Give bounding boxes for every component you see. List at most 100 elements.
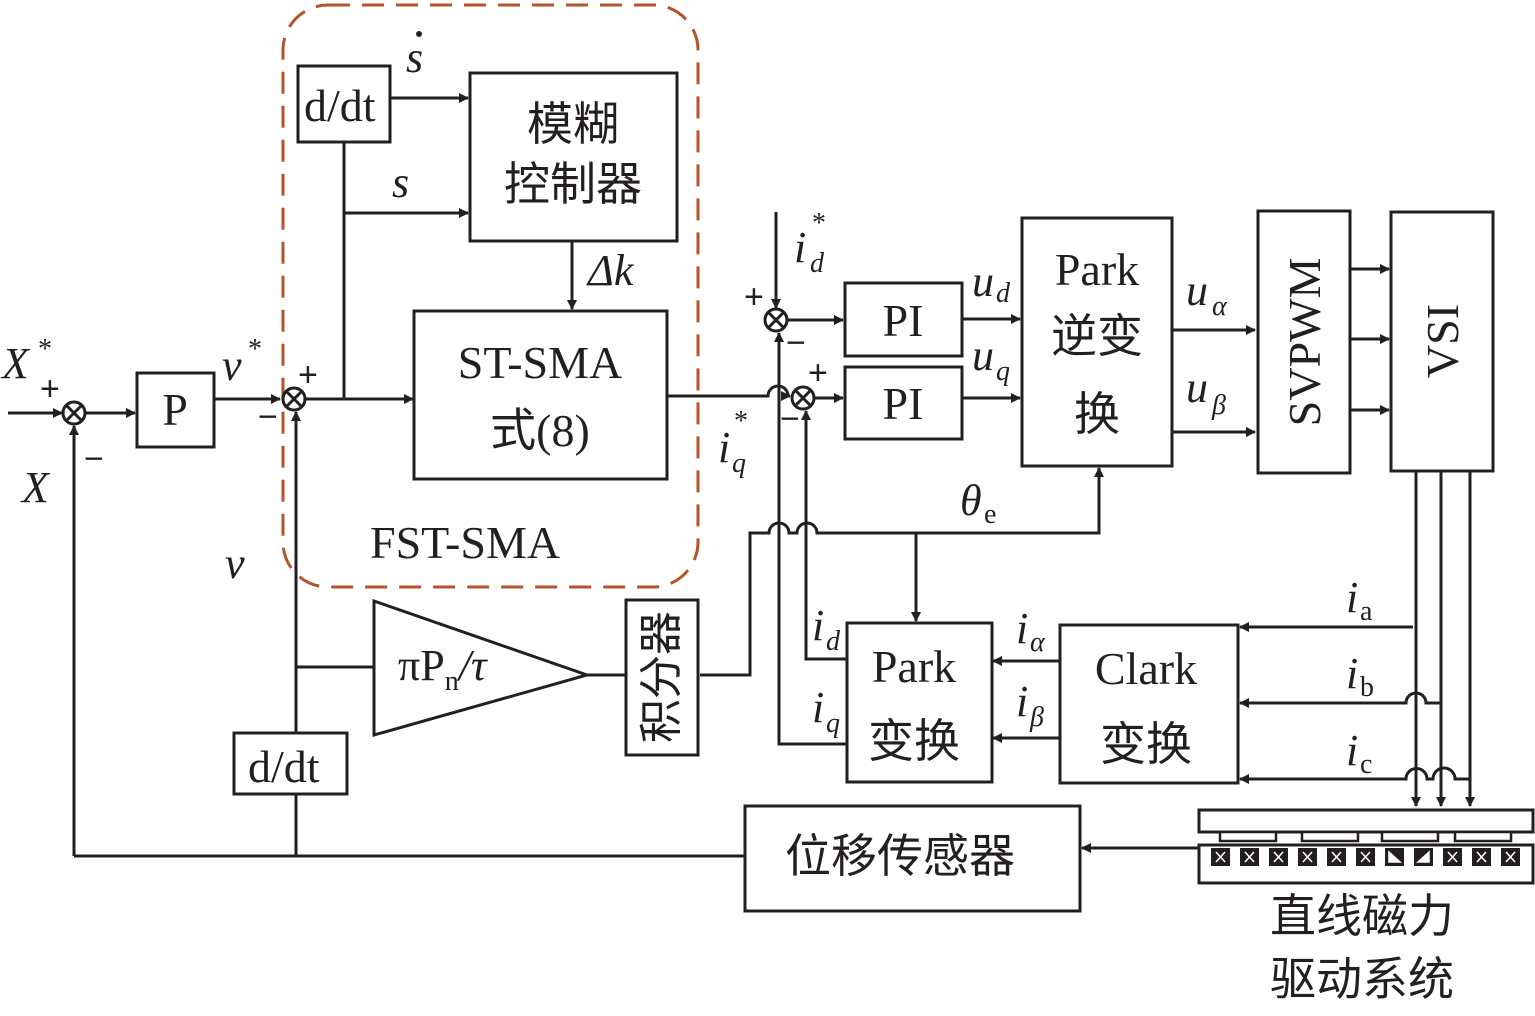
svg-text:β: β xyxy=(1029,702,1044,733)
svg-text:模糊: 模糊 xyxy=(527,99,619,150)
svg-text:β: β xyxy=(1211,390,1226,421)
sum1-minus-sign: − xyxy=(84,440,104,478)
svg-text:s: s xyxy=(406,33,423,82)
v-fb-label: v xyxy=(225,539,245,588)
s-dot-label: s xyxy=(406,31,423,82)
iq-label: i q xyxy=(812,683,840,739)
svg-text:i: i xyxy=(1016,604,1028,653)
vsi-block: VSI xyxy=(1389,210,1495,473)
svg-text:q: q xyxy=(826,708,840,739)
svg-text:变换: 变换 xyxy=(1100,719,1192,770)
x-ref-label: X * xyxy=(0,334,52,388)
fuzzy-controller-block: 模糊 控制器 xyxy=(468,71,679,243)
sumd-plus-sign: + xyxy=(744,278,764,316)
svg-text:Clark: Clark xyxy=(1095,643,1197,694)
svg-text:积分器: 积分器 xyxy=(637,611,686,743)
v-ref-label: v * xyxy=(222,334,262,390)
ualpha-label: u α xyxy=(1186,266,1228,322)
svg-text:i: i xyxy=(812,683,824,732)
iq-ref-label: i q * xyxy=(718,406,748,479)
svg-text:u: u xyxy=(1186,266,1208,315)
p-controller-block: P xyxy=(135,371,216,449)
id-ref-label: i d * xyxy=(794,208,826,279)
sumq-plus-sign: + xyxy=(808,354,828,392)
coil-mark xyxy=(1388,850,1402,863)
fst-sma-label: FST-SMA xyxy=(370,517,560,568)
pi-q-block: PI xyxy=(843,365,964,441)
svg-text:i: i xyxy=(718,423,730,472)
coil-mark xyxy=(1476,851,1487,863)
ddt-bottom-block: d/dt xyxy=(232,731,349,796)
svg-text:u: u xyxy=(972,331,994,380)
svg-text:X: X xyxy=(20,463,51,512)
svg-text:θ: θ xyxy=(960,476,982,525)
svg-text:变换: 变换 xyxy=(868,716,960,767)
svg-text:q: q xyxy=(996,356,1010,387)
coil-mark xyxy=(1416,850,1430,863)
park-block: Park 变换 xyxy=(845,621,994,784)
svg-text:q: q xyxy=(732,448,746,479)
svg-text:Park: Park xyxy=(1055,244,1139,295)
ic-wire xyxy=(1239,766,1470,784)
coil-mark xyxy=(1273,851,1284,863)
svg-text:i: i xyxy=(1016,677,1028,726)
sum-junction-q xyxy=(790,385,816,411)
svg-text:PI: PI xyxy=(883,295,924,346)
svg-text:α: α xyxy=(1030,627,1046,658)
sum2-minus-sign: − xyxy=(258,398,278,436)
sum2-plus-sign: + xyxy=(298,356,318,394)
coil-mark xyxy=(1447,851,1458,863)
ubeta-label: u β xyxy=(1186,363,1226,421)
ib-label: i b xyxy=(1346,649,1374,703)
sumd-minus-sign: − xyxy=(786,324,806,362)
sum-junction-d xyxy=(763,307,789,333)
pi-d-block: PI xyxy=(843,281,964,358)
iq-feedback-wire xyxy=(774,332,847,746)
svg-text:*: * xyxy=(38,334,52,365)
sum1-plus-sign: + xyxy=(40,370,60,408)
fst-sma-region xyxy=(281,3,700,589)
svg-text:d: d xyxy=(826,626,841,657)
delta-k-label: Δk xyxy=(586,246,635,295)
st-sma-block: ST-SMA 式(8) xyxy=(412,309,669,481)
svg-text:i: i xyxy=(1346,726,1358,775)
svg-text:v: v xyxy=(222,341,242,390)
gain-block: πPn/τ xyxy=(372,598,593,737)
svg-text:*: * xyxy=(812,208,826,239)
svg-text:b: b xyxy=(1360,672,1374,703)
ia-label: i a xyxy=(1346,573,1373,627)
svpwm-block: SVPWM xyxy=(1256,209,1352,475)
svg-text:πPn/τ: πPn/τ xyxy=(398,641,489,697)
coil-mark xyxy=(1505,851,1516,863)
x-fb-label: X xyxy=(20,463,51,512)
svg-text:d: d xyxy=(810,248,825,279)
svg-text:驱动系统: 驱动系统 xyxy=(1270,954,1454,1005)
svg-text:PI: PI xyxy=(883,378,924,429)
coil-mark xyxy=(1302,851,1313,863)
sum-junction-speed xyxy=(281,386,307,412)
coil-mark xyxy=(1244,851,1255,863)
svg-text:u: u xyxy=(972,257,994,306)
sumq-minus-sign: − xyxy=(780,400,800,438)
coil-mark xyxy=(1360,851,1371,863)
svg-text:u: u xyxy=(1186,363,1208,412)
svg-text:P: P xyxy=(162,384,188,435)
svg-text:ST-SMA: ST-SMA xyxy=(458,337,622,388)
svg-text:X: X xyxy=(0,339,31,388)
svg-text:d/dt: d/dt xyxy=(304,80,376,131)
linear-motor-graphic xyxy=(1197,808,1535,885)
displacement-sensor-block: 位移传感器 xyxy=(743,804,1082,913)
svg-text:控制器: 控制器 xyxy=(504,159,642,210)
ibeta-label: i β xyxy=(1016,677,1044,733)
sum-junction-position xyxy=(61,400,87,426)
svg-text:SVPWM: SVPWM xyxy=(1279,258,1330,427)
svg-text:i: i xyxy=(812,601,824,650)
svg-text:逆变: 逆变 xyxy=(1051,311,1143,362)
svg-text:d: d xyxy=(996,278,1011,309)
svg-text:α: α xyxy=(1212,291,1228,322)
coil-mark xyxy=(1331,851,1342,863)
svg-text:d/dt: d/dt xyxy=(248,741,320,792)
svg-text:换: 换 xyxy=(1074,389,1120,440)
clark-block: Clark 变换 xyxy=(1058,623,1240,785)
